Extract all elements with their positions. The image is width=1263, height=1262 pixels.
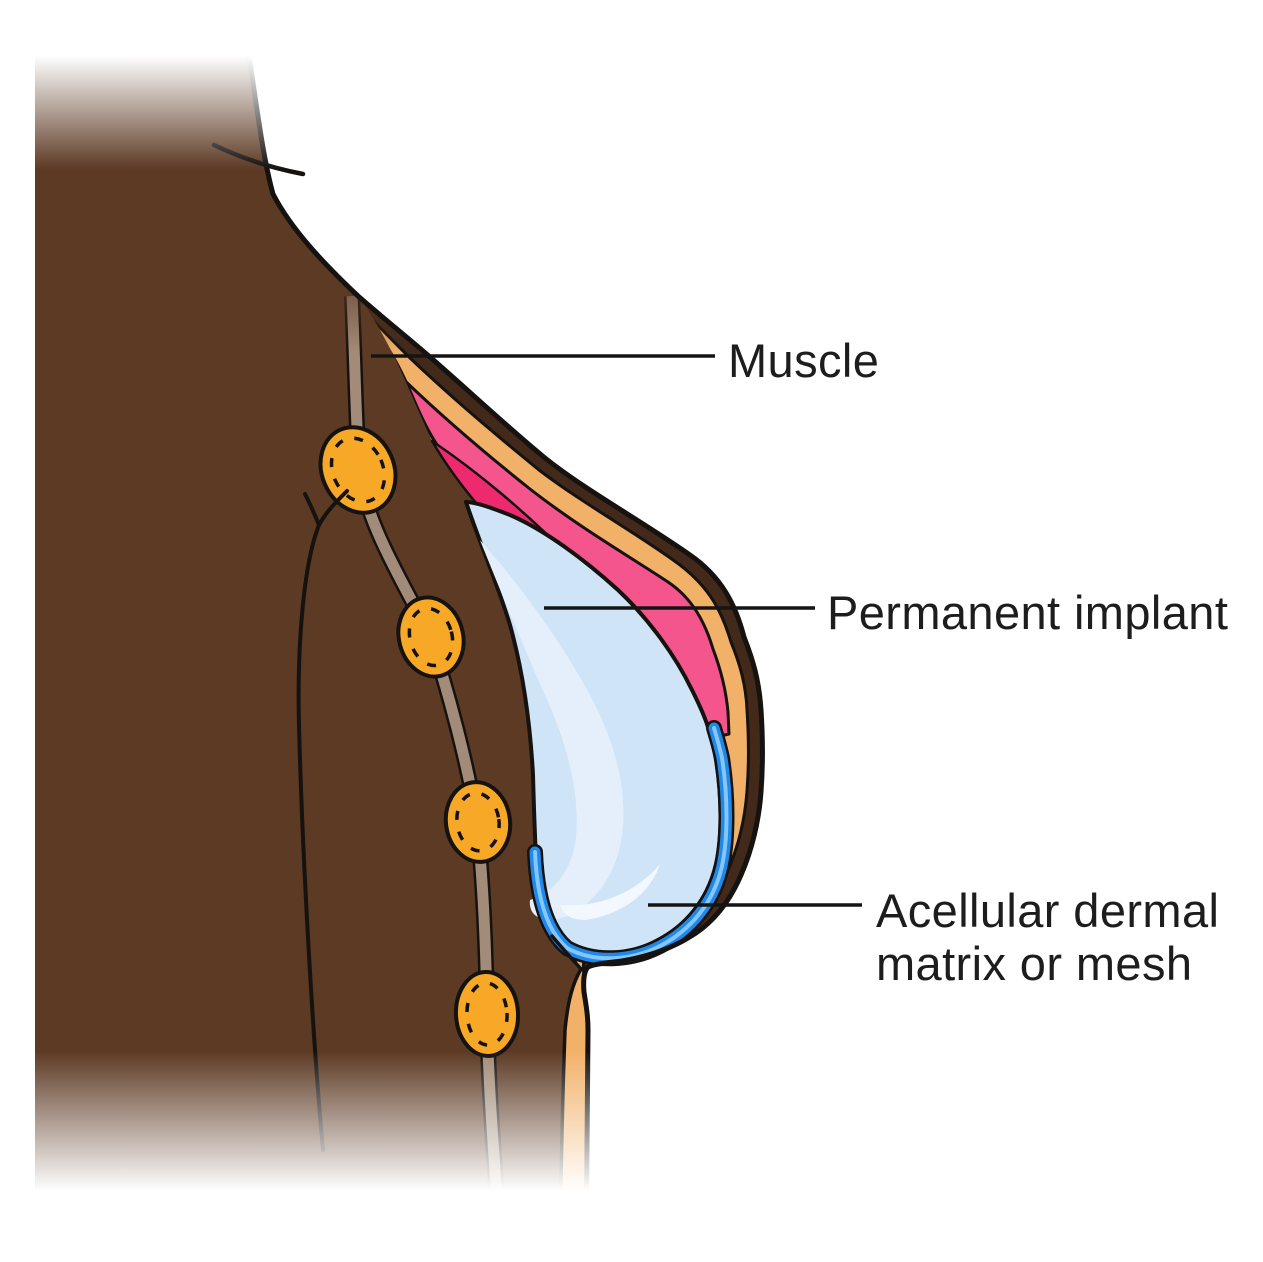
adm-mesh-highlight bbox=[533, 726, 729, 961]
lymph-node-dashed-ring bbox=[455, 791, 501, 853]
implant-highlight bbox=[480, 540, 624, 920]
armpit-crease-line bbox=[296, 489, 349, 1152]
shoulder-crease-line bbox=[211, 142, 306, 177]
permanent-implant-label: Permanent implant bbox=[827, 586, 1229, 639]
muscle-label: Muscle bbox=[728, 334, 880, 387]
lymph-node-dashed-ring bbox=[329, 436, 387, 504]
body-contour-line bbox=[246, 53, 765, 1262]
torso-inner-line bbox=[558, 967, 583, 1257]
lymph-node-1 bbox=[318, 425, 398, 515]
lymph-node-dashed-ring bbox=[407, 606, 455, 668]
layer-fade-overlay bbox=[292, 205, 552, 352]
lymph-node-dashed-ring bbox=[465, 981, 509, 1047]
implant-sheen bbox=[560, 864, 660, 920]
lymph-node-2 bbox=[396, 595, 466, 679]
adm-label-line2: matrix or mesh bbox=[876, 937, 1193, 991]
lymph-node-4 bbox=[453, 970, 521, 1058]
inframammary-fold-crease bbox=[550, 934, 583, 971]
body-interior bbox=[35, 56, 581, 1262]
adm-label: Acellular dermal matrix or mesh bbox=[876, 884, 1219, 990]
adm-label-line1: Acellular dermal bbox=[876, 884, 1220, 937]
lymph-node-3 bbox=[443, 780, 513, 864]
lymph-node-body bbox=[318, 425, 398, 515]
